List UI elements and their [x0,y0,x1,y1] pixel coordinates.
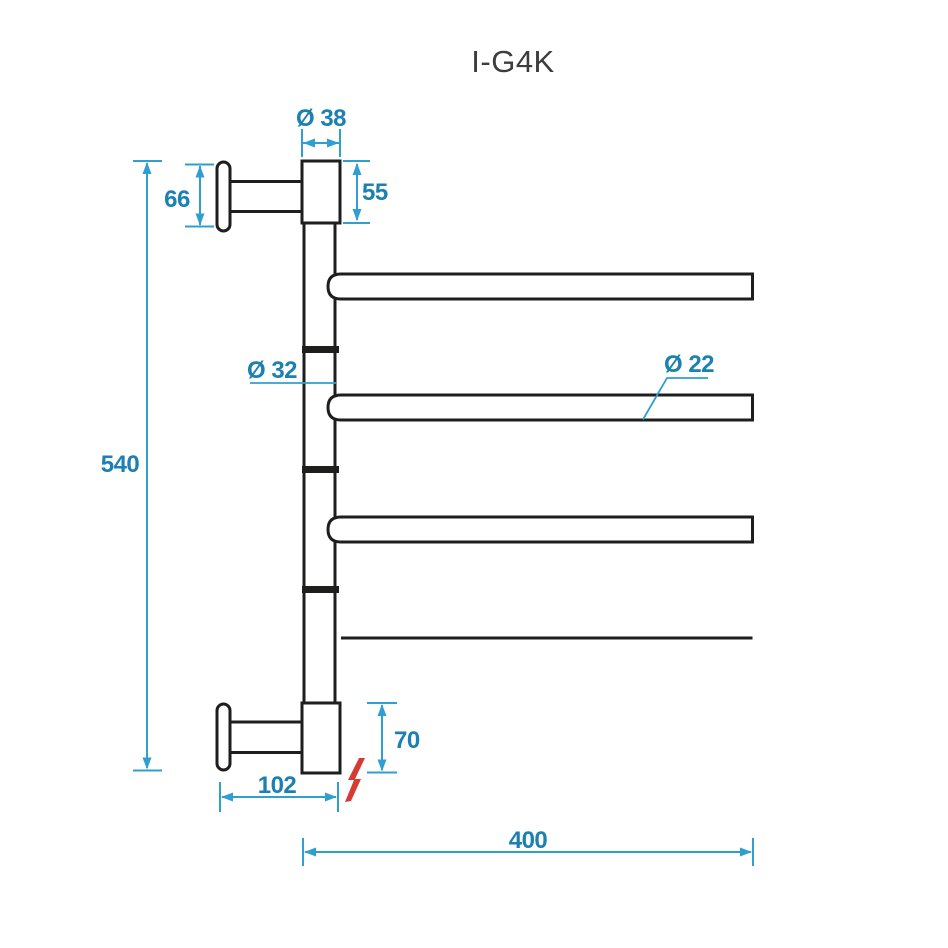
dim-label-66: 66 [164,186,190,213]
top-wall-plate [215,160,232,233]
dim-102 [219,782,339,812]
bottom-pivot-block [300,701,342,775]
bottom-wall-bracket [215,701,342,775]
towel-bar-1 [326,272,754,301]
towel-rail-outline [215,159,754,775]
towel-bar-2 [326,393,754,422]
dim-400 [302,838,754,866]
vertical-post [302,223,337,703]
dim-label-102: 102 [258,772,297,799]
dim-label-400: 400 [509,827,548,854]
bottom-wall-plate [215,702,232,772]
dim-label-55: 55 [362,179,388,206]
model-title: I-G4K [471,44,554,79]
top-pivot-block [300,159,342,225]
dim-540 [133,160,162,772]
dim-label-22: Ø 22 [664,351,714,378]
dim-label-540: 540 [101,451,140,478]
pivot-collar-1 [302,346,339,353]
dim-22-leader [642,377,708,420]
dim-label-38: Ø 38 [296,105,346,132]
dim-66 [185,163,214,228]
dim-70 [367,702,397,774]
dim-55 [343,160,370,224]
electric-bolt-icon [345,758,365,802]
dimension-lines [133,129,754,866]
pivot-collar-3 [302,586,339,593]
pivot-collar-2 [302,466,339,473]
towel-bar-3 [326,515,754,544]
dim-38 [301,129,341,157]
top-wall-bracket [215,159,342,233]
labels: I-G4K Ø 38 55 66 540 Ø 32 Ø 22 70 102 40… [101,44,715,854]
dim-label-32: Ø 32 [247,357,297,384]
dim-label-70: 70 [394,727,420,754]
